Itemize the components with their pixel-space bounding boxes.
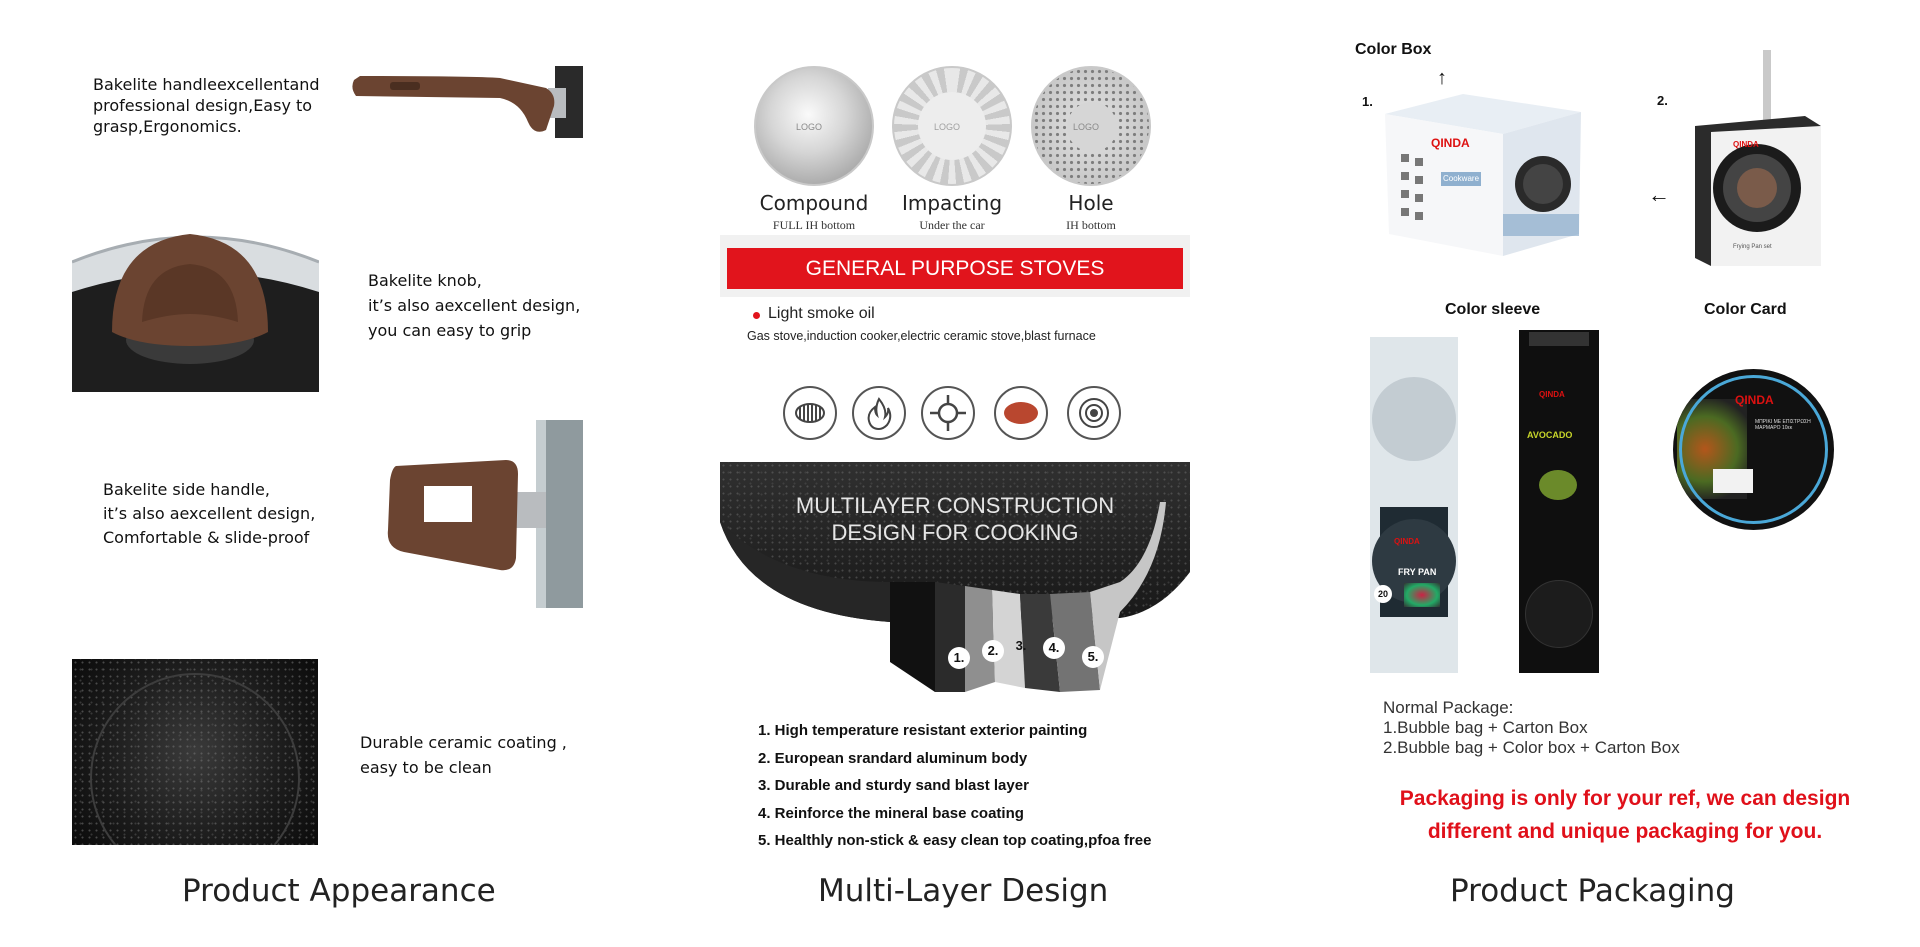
color-sleeve-title: Color sleeve (1445, 301, 1541, 318)
multilayer-caption: Multi-Layer Design (818, 873, 1109, 909)
feature-knob-text: Bakelite knob, it’s also aexcellent desi… (368, 271, 581, 340)
brand-logo: QINDA (1394, 537, 1420, 546)
layer-list-item: 1. High temperature resistant exterior p… (758, 722, 1088, 739)
gas-burner-icon (921, 386, 975, 440)
layer-list-item: 5. Healthly non-stick & easy clean top c… (758, 832, 1152, 849)
appearance-caption: Product Appearance (182, 873, 496, 909)
disc-logo: LOGO (1073, 122, 1100, 132)
brand-logo: QINDA (1431, 136, 1470, 150)
multilayer-construction-graphic: MULTILAYER CONSTRUCTION DESIGN FOR COOKI… (720, 462, 1190, 702)
packaging-caption: Product Packaging (1450, 873, 1735, 909)
sleeve-avocado: AVOCADO (1527, 430, 1573, 440)
layer-badge-5: 5. (1082, 646, 1104, 668)
lid-knob-image (72, 222, 319, 392)
package-number-2: 2. (1657, 93, 1668, 108)
normal-package-text: Normal Package: 1.Bubble bag + Carton Bo… (1383, 698, 1680, 758)
brand-sub: Cookware (1443, 174, 1480, 183)
long-handle-image (350, 66, 583, 142)
hole-sub: IH bottom (1066, 218, 1116, 232)
normal-package-colon: : (1508, 698, 1514, 717)
color-card-image: QINDA ΜΠΡΙΚΙ ΜΕ ΕΠΙΣΤΡΩΣΗ ΜΑΡΜΑΡΟ 10εκ (1673, 369, 1834, 530)
bullet-dot (753, 312, 760, 319)
layer-list-item: 2. European srandard aluminum body (758, 749, 1028, 767)
layer-list-item: 4. Reinforce the mineral base coating (758, 804, 1024, 822)
construction-title-2: DESIGN FOR COOKING (831, 520, 1079, 545)
impacting-label: Impacting (901, 191, 1003, 215)
arrow-up-icon: ↑ (1437, 67, 1447, 89)
ceramic-plate-icon (994, 386, 1048, 440)
stoves-line: Gas stove,induction cooker,electric cera… (747, 329, 1096, 343)
sleeve-fry-pan: FRY PAN (1398, 567, 1437, 577)
frying-pan-label: Frying Pan set (1733, 244, 1772, 250)
sleeve-size-badge: 20 (1374, 585, 1392, 603)
feature-side-handle-text: Bakelite side handle, it’s also aexcelle… (103, 480, 316, 547)
feature-handle-text: Bakelite handleexcellentand professional… (93, 75, 320, 136)
color-sleeve-image: QINDA FRY PAN 20 (1370, 337, 1458, 673)
color-box-image: QINDA Cookware (1383, 84, 1583, 259)
layer-list-item: 3. Durable and sturdy sand blast layer (758, 777, 1029, 794)
compound-disc: LOGO (754, 66, 874, 186)
compound-sub: FULL IH bottom (772, 218, 856, 232)
layer-badge-3: 3. (1015, 638, 1027, 653)
brand-logo: QINDA (1733, 140, 1759, 149)
packaging-note-line-2: different and unique packaging for you. (1427, 820, 1823, 843)
packaging-note: Packaging is only for your ref, we can d… (1350, 782, 1900, 848)
impacting-sub: Under the car (919, 218, 985, 232)
card-greek-text: ΜΠΡΙΚΙ ΜΕ ΕΠΙΣΤΡΩΣΗ ΜΑΡΜΑΡΟ 10εκ (1755, 419, 1811, 431)
normal-package-label: Normal Package (1383, 698, 1509, 717)
layer-list: 1. High temperature resistant exterior p… (758, 717, 1151, 855)
side-handle-image (376, 420, 583, 608)
disc-logo: LOGO (796, 122, 823, 132)
color-box-title: Color Box (1355, 41, 1432, 58)
flame-icon (852, 386, 906, 440)
normal-package-option-1: 1.Bubble bag + Carton Box (1383, 718, 1588, 737)
impacting-disc: LOGO (892, 66, 1012, 186)
color-card-title: Color Card (1704, 301, 1787, 318)
construction-title-1: MULTILAYER CONSTRUCTION (795, 493, 1115, 518)
hole-label: Hole (1068, 191, 1114, 215)
color-sleeve-2-image: QINDA AVOCADO (1519, 330, 1599, 673)
packaging-note-line-1: Packaging is only for your ref, we can d… (1399, 787, 1851, 810)
brand-logo: QINDA (1735, 393, 1774, 407)
color-box-2-image: QINDA Frying Pan set (1693, 48, 1823, 268)
general-purpose-banner: GENERAL PURPOSE STOVES (727, 248, 1183, 289)
coating-image (72, 659, 318, 845)
arrow-left-icon: ← (1648, 182, 1670, 207)
induction-coil-icon (783, 386, 837, 440)
layer-badge-1: 1. (948, 647, 970, 669)
brand-logo: QINDA (1539, 390, 1565, 399)
feature-coating-text: Durable ceramic coating , easy to be cle… (360, 733, 567, 777)
package-number-1: 1. (1362, 94, 1373, 109)
compound-label: Compound (759, 191, 869, 215)
disc-logo: LOGO (934, 122, 961, 132)
bullet-text: Light smoke oil (768, 305, 875, 322)
normal-package-option-2: 2.Bubble bag + Color box + Carton Box (1383, 738, 1680, 757)
blast-furnace-icon (1067, 386, 1121, 440)
hole-disc: LOGO (1031, 66, 1151, 186)
layer-badge-4: 4. (1043, 637, 1065, 659)
layer-badge-2: 2. (982, 640, 1004, 662)
